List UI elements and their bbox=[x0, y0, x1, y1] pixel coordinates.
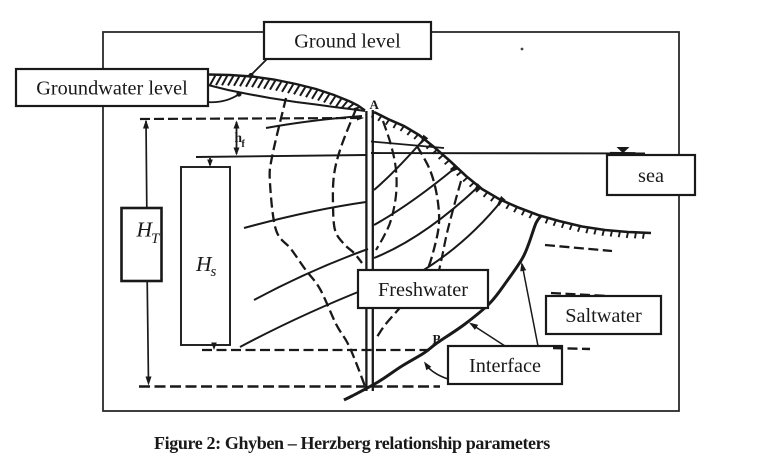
svg-text:f: f bbox=[242, 139, 246, 150]
svg-text:sea: sea bbox=[638, 165, 664, 187]
svg-text:Groundwater level: Groundwater level bbox=[36, 77, 188, 99]
svg-text:s: s bbox=[211, 264, 217, 280]
svg-text:T: T bbox=[151, 231, 161, 247]
svg-text:Interface: Interface bbox=[469, 355, 541, 377]
svg-text:Figure 2: Ghyben – Herzberg re: Figure 2: Ghyben – Herzberg relationship… bbox=[154, 433, 550, 453]
svg-text:B: B bbox=[433, 332, 442, 347]
svg-text:Saltwater: Saltwater bbox=[565, 305, 642, 327]
svg-text:A: A bbox=[370, 97, 380, 112]
svg-text:H: H bbox=[195, 252, 213, 276]
svg-text:H: H bbox=[136, 218, 154, 242]
svg-text:h: h bbox=[235, 130, 243, 145]
svg-text:Ground level: Ground level bbox=[294, 30, 401, 52]
svg-text:Freshwater: Freshwater bbox=[378, 279, 468, 301]
